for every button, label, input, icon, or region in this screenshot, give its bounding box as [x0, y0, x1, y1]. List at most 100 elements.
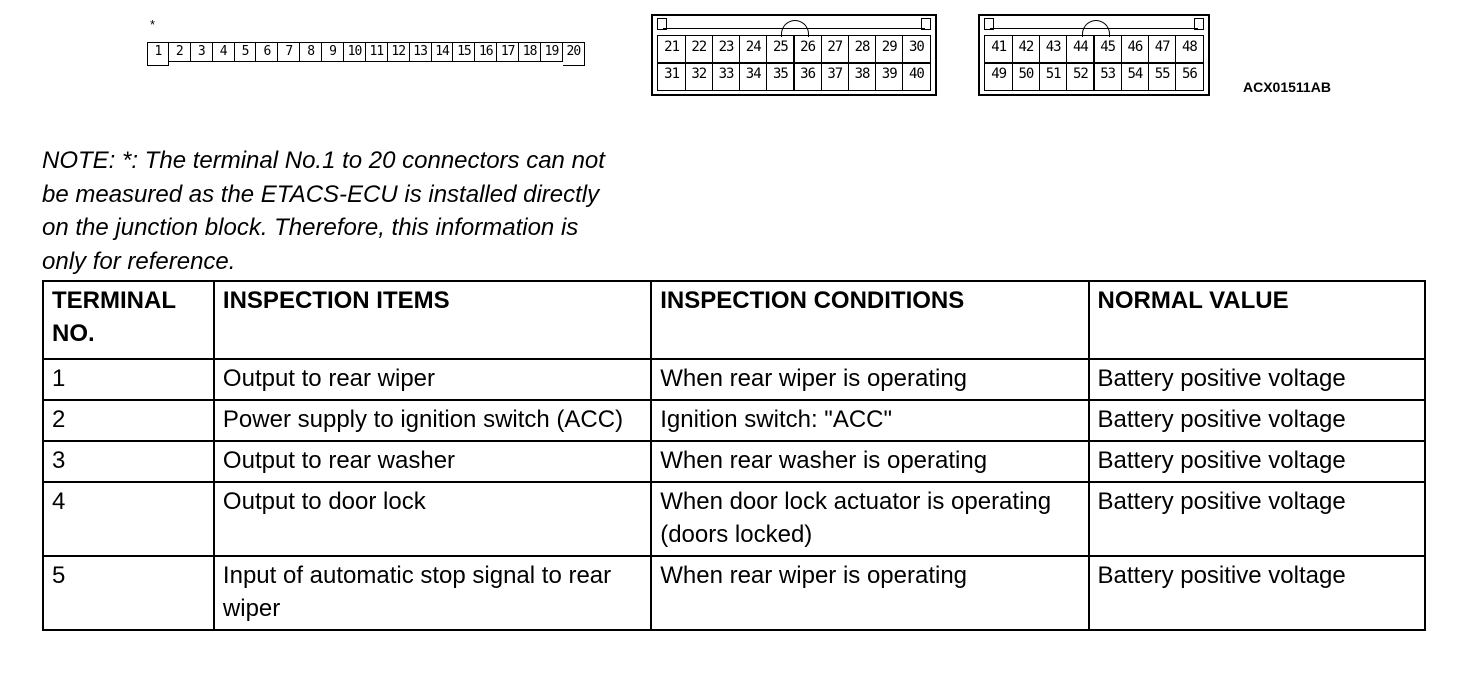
terminal-no-cell: 5 — [42, 555, 215, 631]
terminal-pin: 52 — [1066, 62, 1095, 91]
terminal-pin: 9 — [322, 42, 345, 62]
inspection-item-cell: Input of automatic stop signal to rear w… — [212, 555, 653, 631]
terminal-pin: 13 — [409, 42, 432, 62]
terminal-pin: 54 — [1120, 62, 1150, 91]
column-header-items: INSPECTION ITEMS — [212, 280, 653, 360]
terminal-pin: 1 — [147, 42, 169, 66]
terminal-pin: 56 — [1175, 62, 1204, 91]
note-line: on the junction block. Therefore, this i… — [42, 214, 579, 241]
terminal-pin: 7 — [278, 42, 301, 62]
terminal-pin: 45 — [1093, 35, 1122, 64]
connector-latch-left — [984, 18, 994, 30]
terminal-pin: 31 — [657, 62, 686, 91]
terminal-pin: 14 — [431, 42, 454, 62]
connector-latch-left — [657, 18, 667, 30]
terminal-pin: 12 — [387, 42, 410, 62]
inspection-item-cell: Output to rear washer — [212, 440, 653, 483]
table-row: 1 Output to rear wiper When rear wiper i… — [42, 358, 1427, 401]
terminal-pin: 6 — [256, 42, 279, 62]
terminal-pin: 46 — [1120, 35, 1150, 64]
terminal-pin: 43 — [1038, 35, 1068, 64]
terminal-pin: 47 — [1147, 35, 1177, 64]
asterisk-marker: * — [150, 17, 156, 32]
terminal-pin: 39 — [875, 62, 904, 91]
terminal-pin: 4 — [212, 42, 235, 62]
terminal-pin: 36 — [793, 62, 822, 91]
terminal-pin: 27 — [820, 35, 849, 64]
terminal-pin: 50 — [1011, 62, 1041, 91]
terminal-pin: 35 — [766, 62, 795, 91]
normal-value-cell: Battery positive voltage — [1087, 555, 1427, 631]
inspection-condition-cell: When rear wiper is operating — [650, 555, 1090, 631]
terminal-pin: 40 — [902, 62, 931, 91]
table-row: 5 Input of automatic stop signal to rear… — [42, 555, 1427, 631]
terminal-pin: 10 — [344, 42, 366, 62]
terminal-pin: 34 — [739, 62, 768, 91]
terminal-pin: 32 — [684, 62, 713, 91]
inspection-condition-cell: When rear washer is operating — [650, 440, 1090, 483]
normal-value-cell: Battery positive voltage — [1087, 399, 1427, 442]
terminal-pin: 26 — [793, 35, 822, 64]
note-text: NOTE: *: The terminal No.1 to 20 connect… — [42, 144, 742, 278]
note-line: NOTE: *: The terminal No.1 to 20 connect… — [42, 147, 605, 174]
normal-value-cell: Battery positive voltage — [1087, 481, 1427, 557]
terminal-pin: 33 — [711, 62, 741, 91]
table-header-row: TERMINAL NO. INSPECTION ITEMS INSPECTION… — [42, 280, 1427, 360]
normal-value-cell: Battery positive voltage — [1087, 358, 1427, 401]
terminal-pin: 24 — [739, 35, 768, 64]
terminal-pin: 15 — [453, 42, 476, 62]
terminal-pin: 17 — [497, 42, 520, 62]
table-row: 2 Power supply to ignition switch (ACC) … — [42, 399, 1427, 442]
terminal-pin: 21 — [657, 35, 686, 64]
terminal-pin: 11 — [365, 42, 388, 62]
column-header-terminal: TERMINAL NO. — [42, 280, 215, 360]
terminal-pin: 3 — [190, 42, 213, 62]
terminal-pin: 37 — [820, 62, 849, 91]
normal-value-cell: Battery positive voltage — [1087, 440, 1427, 483]
inspection-item-cell: Output to rear wiper — [212, 358, 653, 401]
note-line: be measured as the ETACS-ECU is installe… — [42, 180, 600, 208]
terminal-pin: 2 — [168, 42, 191, 62]
terminal-pin: 55 — [1147, 62, 1177, 91]
terminal-pin: 25 — [766, 35, 795, 64]
inspection-condition-cell: When door lock actuator is operating (do… — [650, 481, 1090, 557]
terminal-pin: 48 — [1175, 35, 1204, 64]
terminal-pin: 44 — [1066, 35, 1095, 64]
terminal-pin: 42 — [1011, 35, 1041, 64]
table-row: 4 Output to door lock When door lock act… — [42, 481, 1427, 557]
terminal-pin: 30 — [902, 35, 931, 64]
column-header-conditions: INSPECTION CONDITIONS — [650, 280, 1090, 360]
inspection-item-cell: Output to door lock — [212, 481, 653, 557]
table-row: 3 Output to rear washer When rear washer… — [42, 440, 1427, 483]
terminal-pin: 19 — [541, 42, 563, 62]
terminal-pin: 53 — [1093, 62, 1122, 91]
inspection-condition-cell: When rear wiper is operating — [650, 358, 1090, 401]
terminal-pin: 28 — [847, 35, 877, 64]
terminal-pin: 51 — [1038, 62, 1068, 91]
terminal-pin: 29 — [875, 35, 904, 64]
terminal-pin: 8 — [300, 42, 323, 62]
terminal-pin: 22 — [684, 35, 713, 64]
terminal-no-cell: 2 — [42, 399, 215, 442]
figure-code: ACX01511AB — [1243, 79, 1331, 95]
connector-latch-right — [921, 18, 931, 30]
terminal-no-cell: 3 — [42, 440, 215, 483]
terminal-pin: 16 — [475, 42, 498, 62]
terminal-pin: 41 — [984, 35, 1013, 64]
terminal-pin: 18 — [519, 42, 542, 62]
column-header-normal-value: NORMAL VALUE — [1087, 280, 1427, 360]
terminal-inspection-table: TERMINAL NO. INSPECTION ITEMS INSPECTION… — [42, 280, 1427, 631]
terminal-pin: 23 — [711, 35, 741, 64]
terminal-pin: 20 — [562, 42, 585, 66]
note-line: only for reference. — [42, 247, 236, 275]
terminal-no-cell: 4 — [42, 481, 215, 557]
terminal-pin: 49 — [984, 62, 1013, 91]
terminal-pin: 38 — [847, 62, 877, 91]
terminal-pin: 5 — [234, 42, 257, 62]
terminal-no-cell: 1 — [42, 358, 215, 401]
